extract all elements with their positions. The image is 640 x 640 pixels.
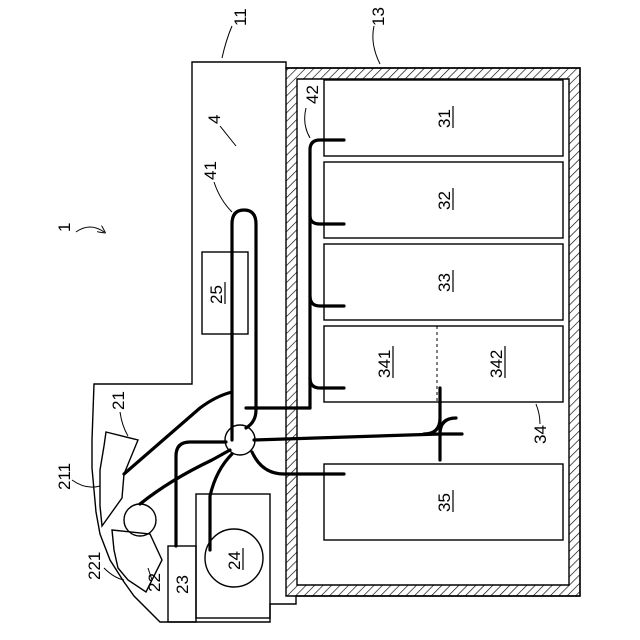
leader-13 xyxy=(373,26,380,64)
leader-34 xyxy=(536,404,540,424)
feeder-21-body xyxy=(100,432,138,526)
label-35: 35 xyxy=(435,493,454,512)
label-21: 21 xyxy=(109,391,128,410)
label-24: 24 xyxy=(225,551,244,570)
label-23: 23 xyxy=(173,575,192,594)
leader-42 xyxy=(305,108,310,138)
leader-11 xyxy=(222,26,232,58)
label-32: 32 xyxy=(435,191,454,210)
feed-path-24 xyxy=(210,454,232,550)
leader-4 xyxy=(220,126,236,146)
conveyance-path-42 xyxy=(310,140,344,408)
branch-to-34 xyxy=(254,434,462,440)
label-41: 41 xyxy=(201,161,220,180)
label-341: 341 xyxy=(375,350,394,378)
exit-32 xyxy=(310,216,344,224)
label-42: 42 xyxy=(303,85,322,104)
label-221: 221 xyxy=(85,552,104,580)
feed-path-from-21 xyxy=(124,392,232,474)
enclosure-hatched-wall xyxy=(286,68,580,596)
fork-34 xyxy=(424,388,456,460)
label-22: 22 xyxy=(145,573,164,592)
label-342: 342 xyxy=(487,350,506,378)
label-13: 13 xyxy=(369,7,388,26)
label-211: 211 xyxy=(55,463,74,490)
leader-21 xyxy=(120,412,128,436)
label-4: 4 xyxy=(205,115,224,124)
housing-outline xyxy=(92,62,580,622)
leader-1-arrow xyxy=(76,227,104,232)
label-25: 25 xyxy=(207,285,226,304)
exit-33 xyxy=(310,296,344,306)
label-31: 31 xyxy=(435,109,454,128)
tray-34 xyxy=(324,326,563,402)
label-11: 11 xyxy=(231,8,250,26)
label-1: 1 xyxy=(55,223,74,232)
leader-41 xyxy=(214,182,232,212)
branch-to-35 xyxy=(252,452,344,474)
conveyance-path-41 xyxy=(232,210,256,440)
pickup-roller xyxy=(124,504,156,536)
exit-341 xyxy=(310,378,344,388)
label-34: 34 xyxy=(531,425,550,444)
label-33: 33 xyxy=(435,273,454,292)
leader-211 xyxy=(72,480,100,487)
